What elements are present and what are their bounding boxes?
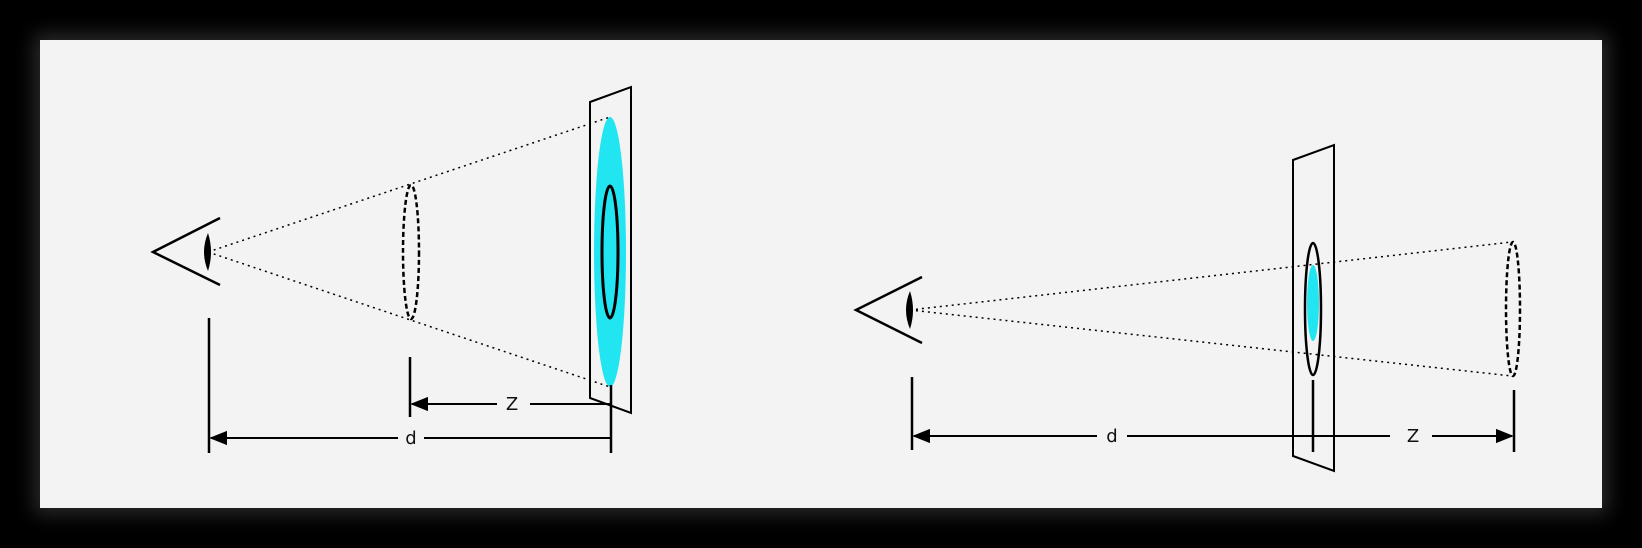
left-diagram: Z d — [150, 85, 632, 453]
right-blur-disc — [1307, 265, 1319, 341]
right-ray-top — [909, 241, 1513, 311]
left-blur-disc — [594, 117, 626, 387]
left-ray-top — [207, 116, 611, 253]
left-eye-icon — [150, 216, 221, 287]
right-focus-ellipse — [1303, 241, 1323, 377]
right-z-label: Z — [1407, 426, 1419, 447]
right-ray-bottom — [909, 309, 1513, 377]
left-virtual-ellipse — [401, 183, 421, 321]
left-z-label: Z — [506, 394, 518, 415]
left-d-label: d — [405, 428, 416, 449]
diagram-canvas — [40, 40, 1602, 508]
right-eye-icon — [853, 275, 923, 345]
right-virtual-ellipse — [1504, 240, 1522, 378]
right-diagram: d Z — [853, 143, 1522, 473]
left-focus-ellipse — [600, 184, 620, 320]
right-d-label: d — [1106, 426, 1117, 447]
